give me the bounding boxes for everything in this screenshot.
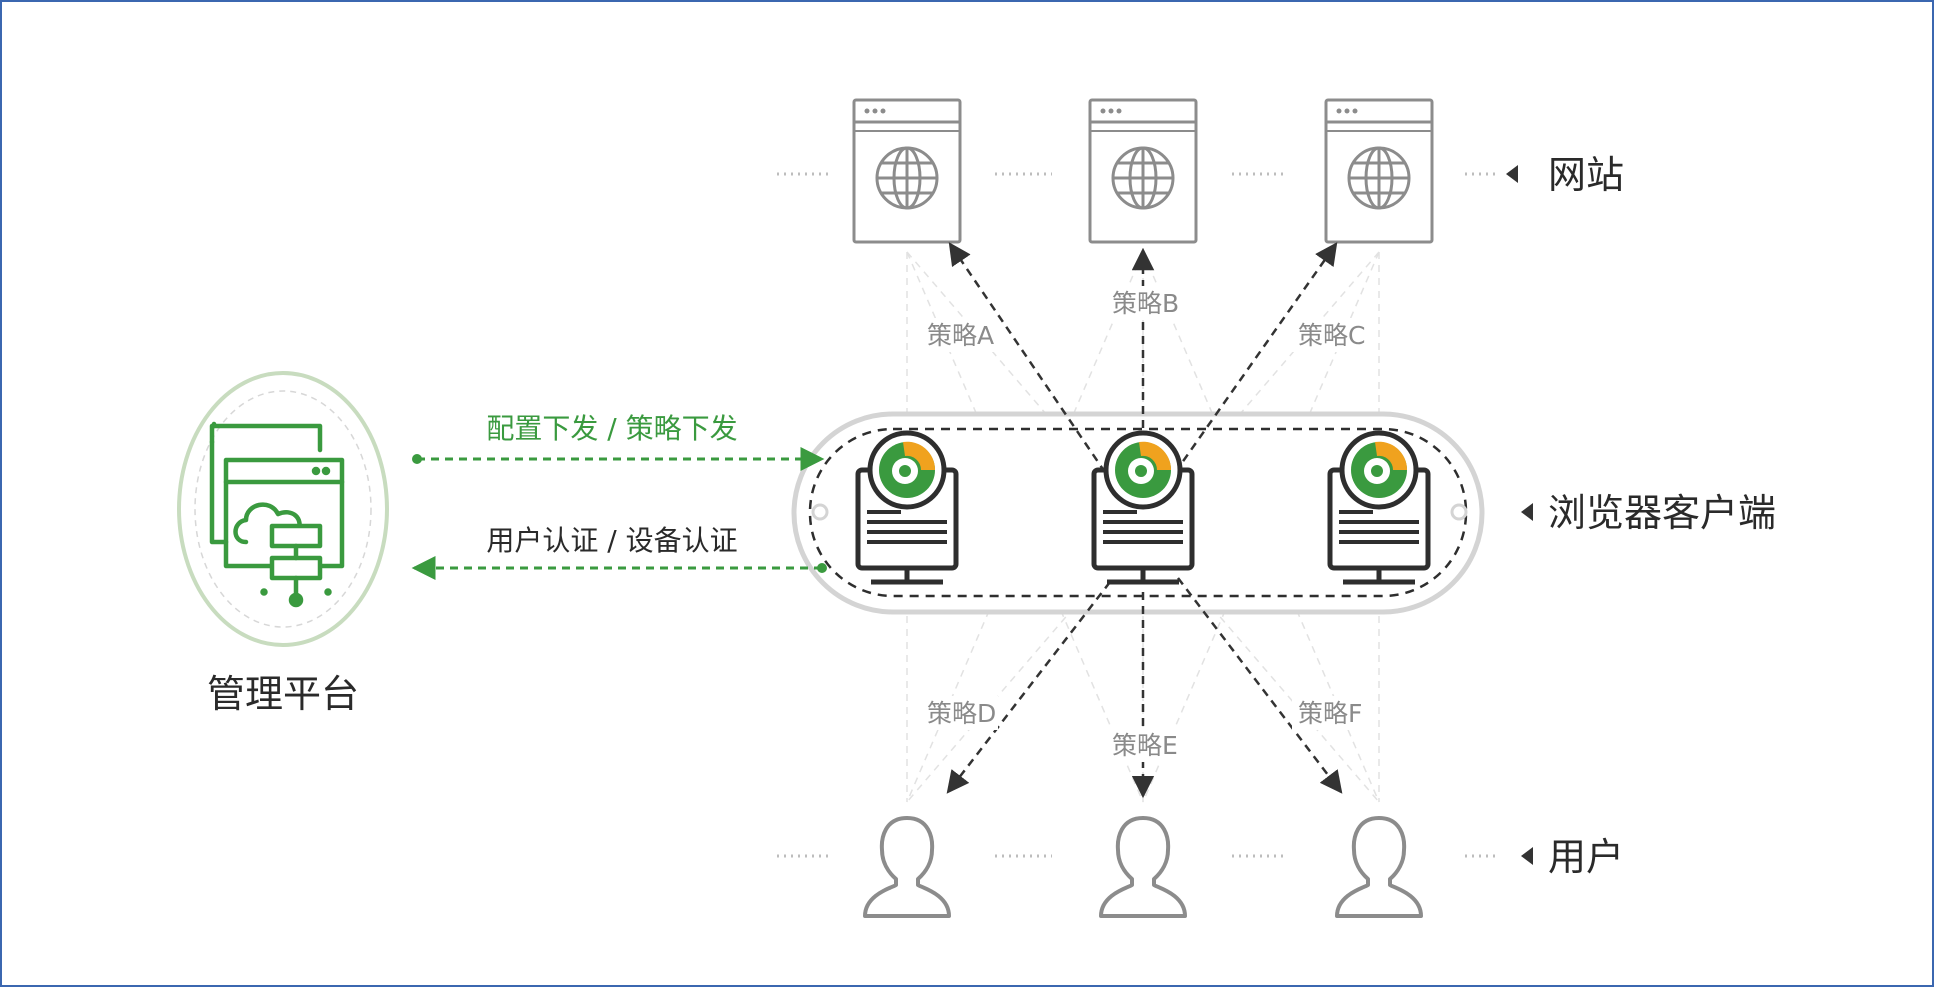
browser-client-icon-3 — [1330, 433, 1428, 582]
policy-labels: 策略A 策略B 策略C 策略D 策略E 策略F — [920, 286, 1370, 762]
users-row-label: 用户 — [1548, 835, 1624, 879]
browser-client-icon-2 — [1094, 433, 1192, 582]
websites-row-label: 网站 — [1548, 153, 1624, 197]
users-row-marker: 用户 — [1521, 835, 1624, 879]
management-platform-label: 管理平台 — [207, 672, 359, 716]
clients-row-marker: 浏览器客户端 — [1521, 491, 1776, 535]
policy-b-label: 策略B — [1112, 289, 1179, 318]
website-icon-3 — [1324, 98, 1434, 244]
pointer-left-icon — [1521, 847, 1533, 865]
management-platform: 管理平台 — [177, 371, 389, 716]
upstream-flow-label: 用户认证 / 设备认证 — [486, 524, 737, 557]
browser-client-icon-1 — [858, 433, 956, 582]
policy-d-label: 策略D — [927, 699, 996, 728]
policy-e-label: 策略E — [1112, 731, 1178, 760]
user-icon-3 — [1335, 816, 1423, 918]
policy-a-arrow — [948, 242, 1115, 485]
downstream-flow-label: 配置下发 / 策略下发 — [486, 412, 737, 445]
policy-c-label: 策略C — [1298, 321, 1365, 350]
policy-f-label: 策略F — [1298, 699, 1362, 728]
pointer-left-icon — [1506, 165, 1518, 183]
pointer-left-icon — [1521, 503, 1533, 521]
websites-row-marker: 网站 — [1506, 153, 1624, 197]
flow-arrows: 配置下发 / 策略下发 用户认证 / 设备认证 — [411, 412, 827, 580]
policy-arrows — [946, 242, 1343, 799]
policy-f-arrow — [1177, 577, 1343, 794]
website-icon-2 — [1088, 98, 1198, 244]
row-dot-leaders — [777, 172, 1497, 858]
policy-c-arrow — [1165, 242, 1338, 485]
user-icon-1 — [863, 816, 951, 918]
policy-d-arrow — [946, 581, 1111, 794]
policy-a-label: 策略A — [927, 321, 994, 350]
user-icon-2 — [1099, 816, 1187, 918]
clients-row-label: 浏览器客户端 — [1548, 491, 1776, 535]
website-icon-1 — [852, 98, 962, 244]
cloud-server-icon — [209, 421, 345, 608]
